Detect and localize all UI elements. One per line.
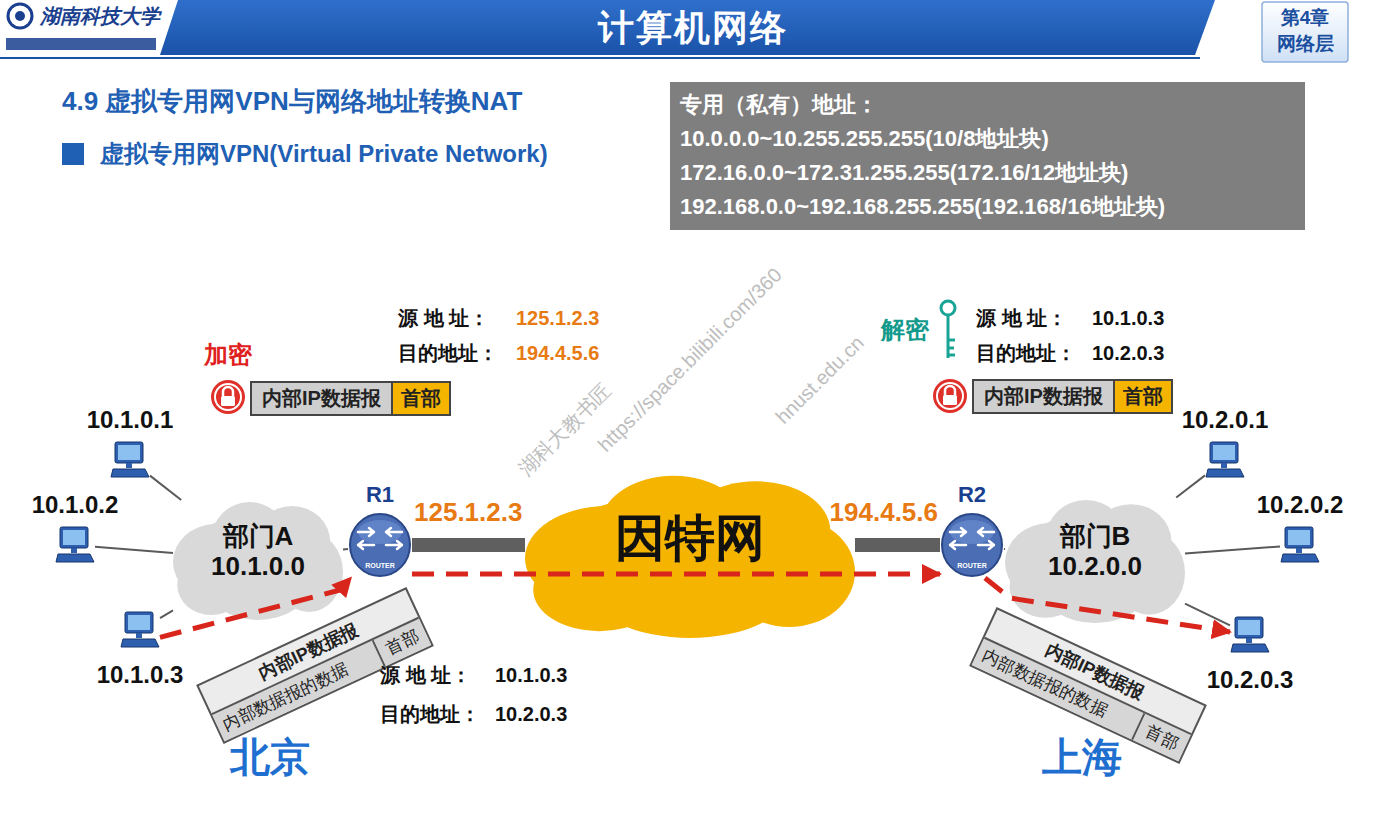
node-text: 10.2.0.0 [1048,552,1142,582]
lock-icon [211,380,245,414]
node-text: 172.16.0.0~172.31.255.255(172.16/12地址块) [680,156,1295,190]
trunk-link [412,538,525,552]
host-computer: 10.2.0.1 [1205,441,1245,479]
logo-text: 湖南科技大学 [40,3,160,30]
node-text: 首部 [401,385,441,412]
lock-icon [933,379,967,413]
network-link [1004,548,1005,550]
router-icon: R1ROUTER [348,512,412,578]
node-text: 10.2.0.1 [1182,406,1269,434]
router-address: 194.4.5.6 [830,497,938,528]
ip-address: 10.1.0.3 [1092,307,1164,330]
network-link [150,476,181,500]
node-text: 内部IP数据报 [974,381,1113,412]
node-text: 部门A [223,522,294,552]
encrypt-label: 加密 [204,339,252,371]
encrypted-packet: 内部IP数据报首部 [972,379,1173,414]
field-name: 源 地 址： [398,305,489,332]
logo-emblem [8,4,32,28]
city-name: 上海 [1042,730,1122,785]
ip-address: 125.1.2.3 [516,307,599,330]
host-computer: 10.2.0.3 [1230,616,1270,654]
network-link [343,548,348,551]
node-text: R2 [958,482,986,508]
pc-shape [110,441,150,479]
host-computer: 10.1.0.1 [110,441,150,479]
host-computer: 10.2.0.2 [1280,526,1320,564]
chapter-badge [1262,2,1348,62]
header-field: 首部 [1113,381,1171,412]
ip-address: 10.2.0.3 [1092,342,1164,365]
node-text: ROUTER [348,562,412,569]
pc-shape [1205,441,1245,479]
field-name: 目的地址： [976,340,1076,367]
page-title: 计算机网络 [598,4,788,53]
header-field: 首部 [1133,713,1191,760]
watermark: https://space.bilibili.com/360 [593,263,786,456]
bullet-square [62,143,84,165]
address-box: 专用（私有）地址：10.0.0.0~10.255.255.255(10/8地址块… [670,82,1305,230]
decrypt-label: 解密 [881,314,929,346]
chapter-name: 网络层 [1277,31,1334,57]
node-text: 10.2.0.2 [1257,491,1344,519]
watermark: 湖科大教书匠 [513,378,617,482]
node-text: 10.0.0.0~10.255.255.255(10/8地址块) [680,122,1295,156]
node-text: 部门B [1060,522,1131,552]
network-link [95,547,173,553]
section-heading: 4.9 虚拟专用网VPN与网络地址转换NAT [62,84,522,119]
field-name: 目的地址： [380,701,480,728]
logo-emblem-core [15,11,25,21]
network-link [160,610,173,618]
network-link [1185,546,1280,553]
header-banner [160,0,1215,55]
node-text: R1 [366,482,394,508]
logo-tagline-bar [6,38,156,50]
node-text: 首部 [1142,720,1183,755]
host-computer: 10.1.0.3 [120,611,160,649]
key-icon [941,301,955,358]
ip-address: 10.1.0.3 [495,664,567,687]
chapter-number: 第4章 [1281,5,1330,31]
header-field: 首部 [374,618,432,665]
trunk-link [855,538,940,552]
node-text: 10.1.0.3 [97,661,184,689]
internet-cloud: 因特网 [525,473,855,638]
pc-shape [1230,616,1270,654]
router-icon: R2ROUTER [940,512,1004,578]
node-text: 10.2.0.3 [1207,666,1294,694]
node-text: 因特网 [615,505,765,572]
department-cloud: 部门B10.2.0.0 [1005,498,1185,623]
pc-shape [1280,526,1320,564]
encrypted-packet: 内部IP数据报首部 [250,381,451,416]
city-name: 北京 [230,730,310,785]
node-text: 10.1.0.2 [32,491,119,519]
field-name: 源 地 址： [976,305,1067,332]
ip-address: 10.2.0.3 [495,703,567,726]
ip-address: 194.4.5.6 [516,342,599,365]
network-link [1176,475,1205,497]
node-text: ROUTER [940,562,1004,569]
node-text: 内部IP数据报 [252,383,391,414]
host-computer: 10.1.0.2 [55,526,95,564]
header-rule [0,57,1200,59]
field-name: 目的地址： [398,340,498,367]
node-text: 10.1.0.0 [211,552,305,582]
header-field: 首部 [391,383,449,414]
field-name: 源 地 址： [380,662,471,689]
watermark: hnust.edu.cn [771,331,868,428]
node-text: 192.168.0.0~192.168.255.255(192.168/16地址… [680,190,1295,224]
sub-heading: 虚拟专用网VPN(Virtual Private Network) [100,138,548,170]
pc-shape [120,611,160,649]
department-cloud: 部门A10.1.0.0 [173,500,343,620]
node-text: 专用（私有）地址： [680,88,1295,122]
node-text: 10.1.0.1 [87,406,174,434]
node-text: 首部 [382,624,423,659]
pc-shape [55,526,95,564]
network-link [1185,604,1230,626]
router-address: 125.1.2.3 [414,497,522,528]
node-text: 首部 [1123,383,1163,410]
